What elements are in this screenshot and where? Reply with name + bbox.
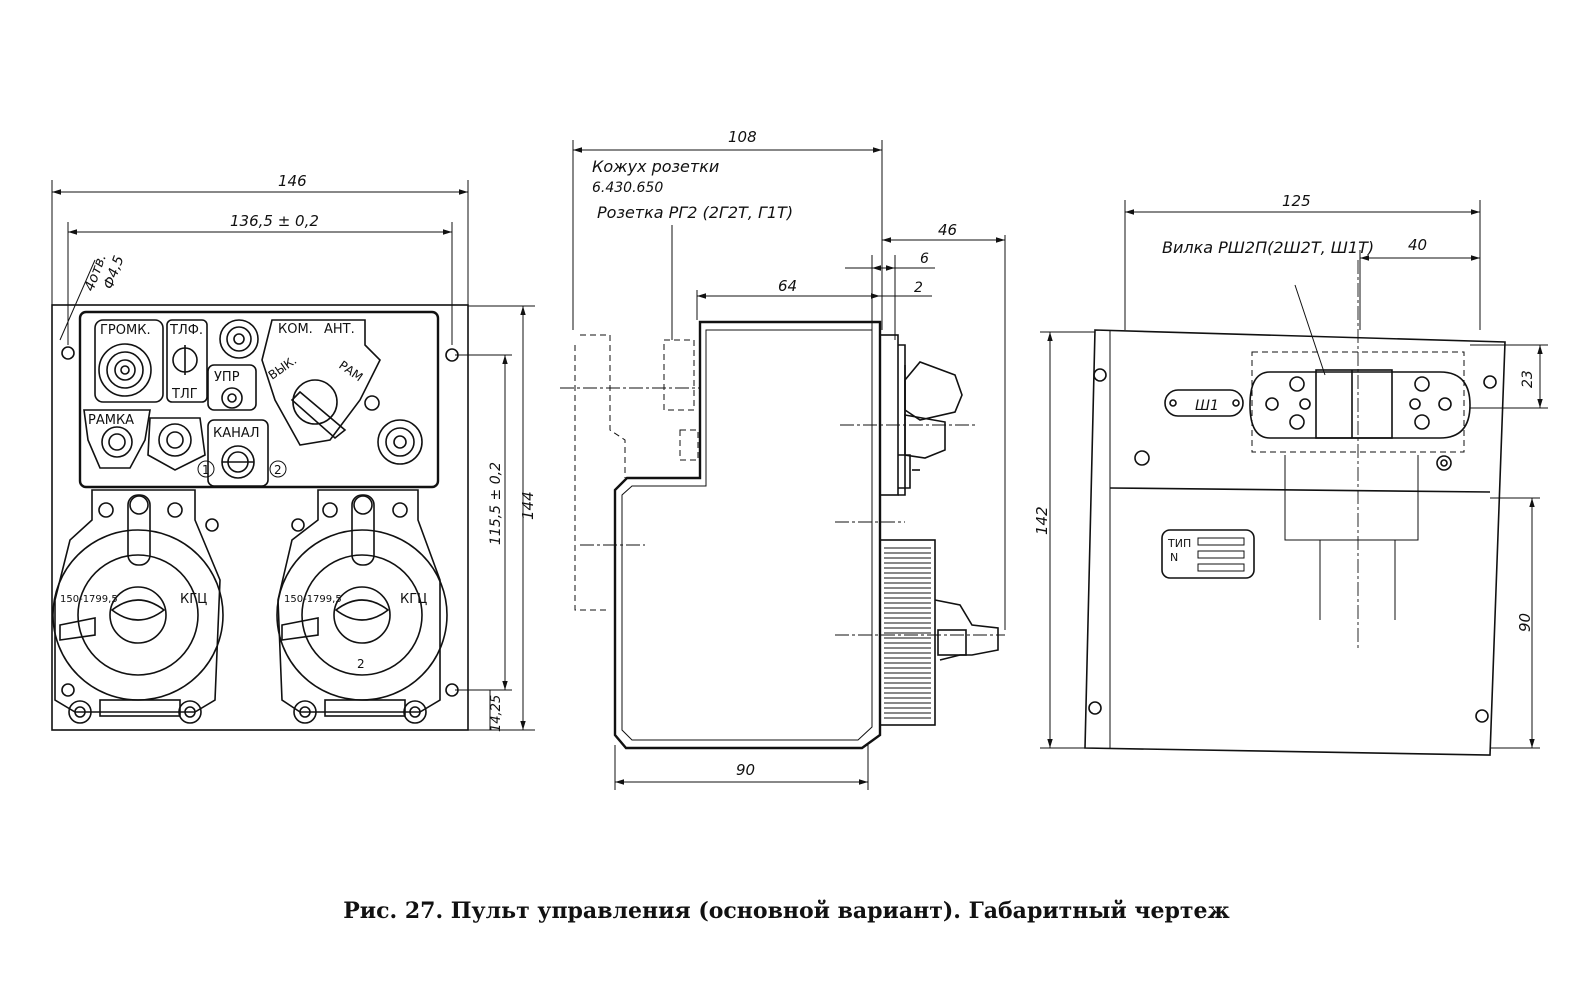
label-plate-num: N xyxy=(1170,551,1178,564)
type-plate xyxy=(1161,529,1255,579)
channel-mark-1 xyxy=(197,460,215,478)
figure-caption: Рис. 27. Пульт управления (основной вари… xyxy=(343,898,1230,924)
side-dial-ribs xyxy=(884,547,931,719)
dim-90-side: 90 xyxy=(736,761,755,779)
label-cover-part: 6.430.650 xyxy=(592,180,663,196)
label-num-2: 2 xyxy=(274,463,282,477)
rear-panel-divider xyxy=(1109,487,1491,493)
dim-108: 108 xyxy=(728,128,757,146)
label-cover: Кожух розетки xyxy=(592,157,719,176)
dim-144: 144 xyxy=(519,491,537,520)
front-dimensions xyxy=(51,180,535,731)
frequency-dial-2 xyxy=(276,489,448,724)
dim-64: 64 xyxy=(778,277,797,295)
front-panel-outline xyxy=(51,304,469,731)
label-ant: АНТ. xyxy=(324,322,355,337)
dim-90-rear: 90 xyxy=(1516,613,1534,632)
rear-dimensions xyxy=(1040,200,1548,749)
dim-6: 6 xyxy=(920,251,929,267)
dim-2: 2 xyxy=(914,280,923,296)
label-socket: Розетка РГ2 (2Г2Т, Г1Т) xyxy=(597,203,793,222)
label-freq-1: 150-1799,5 xyxy=(60,594,118,605)
dim-142: 142 xyxy=(1033,506,1051,535)
socket-cover xyxy=(574,334,699,611)
plug-connector xyxy=(1249,351,1471,620)
label-tlf: ТЛФ. xyxy=(169,323,203,338)
kanal-selector xyxy=(207,419,269,487)
dim-136-5: 136,5 ± 0,2 xyxy=(230,212,319,230)
label-freq-2: 150-1799,5 xyxy=(284,594,342,605)
front-view: 146 136,5 ± 0,2 144 115,5 ± 0,2 14,25 4о… xyxy=(51,172,537,732)
side-dial-knob xyxy=(879,539,999,726)
label-vyk: ВЫК. xyxy=(266,353,300,382)
side-dimensions xyxy=(572,140,1006,790)
dim-115-5: 115,5 ± 0,2 xyxy=(488,462,504,545)
label-kanal: КАНАЛ xyxy=(213,426,260,441)
top-connector xyxy=(219,319,259,359)
label-ram: РАМ xyxy=(336,358,365,384)
sh1-plate xyxy=(1164,389,1244,417)
ramka-jack xyxy=(83,409,151,469)
label-gromk: ГРОМК. xyxy=(100,323,151,338)
label-sh1: Ш1 xyxy=(1195,398,1219,414)
center-jack xyxy=(147,417,206,471)
rear-mounting-holes xyxy=(1088,368,1497,723)
side-view: 108 46 6 2 64 90 Кожух розетки 6.430.650… xyxy=(560,128,1006,790)
dim-14-25: 14,25 xyxy=(489,695,504,732)
channel-mark-2 xyxy=(269,460,287,478)
label-tlg: ТЛГ xyxy=(171,387,198,402)
dial-mark-2: 2 xyxy=(357,657,365,671)
label-kgc-2: КГЦ xyxy=(400,592,427,607)
right-jack xyxy=(377,419,423,465)
label-plug: Вилка РШ2П(2Ш2Т, Ш1Т) xyxy=(1162,238,1374,257)
volume-knob xyxy=(94,319,164,403)
side-front-knobs xyxy=(879,334,963,496)
side-housing xyxy=(613,320,882,750)
dim-46: 46 xyxy=(938,221,957,239)
rear-panel-outline xyxy=(1084,329,1506,756)
frequency-dial-1 xyxy=(52,489,224,724)
dim-40: 40 xyxy=(1408,236,1427,254)
upr-jack xyxy=(207,364,257,411)
label-plate-type: ТИП xyxy=(1167,537,1191,550)
dim-125: 125 xyxy=(1282,192,1311,210)
dim-23: 23 xyxy=(1520,370,1536,388)
control-panel xyxy=(78,310,440,489)
kom-ant-switch xyxy=(261,319,381,446)
mounting-holes xyxy=(61,346,459,697)
tlf-tlg-switch xyxy=(166,319,208,403)
rear-view: 125 40 142 23 90 Вилка РШ2П(2Ш2Т, Ш1Т) Ш… xyxy=(1033,192,1548,756)
label-ramka: РАМКА xyxy=(88,413,134,428)
dim-146: 146 xyxy=(278,172,307,190)
label-upr: УПР xyxy=(214,370,240,385)
label-num-1: 1 xyxy=(202,463,210,477)
label-kom: КОМ. xyxy=(278,322,313,337)
label-kgc-1: КГЦ xyxy=(180,592,207,607)
